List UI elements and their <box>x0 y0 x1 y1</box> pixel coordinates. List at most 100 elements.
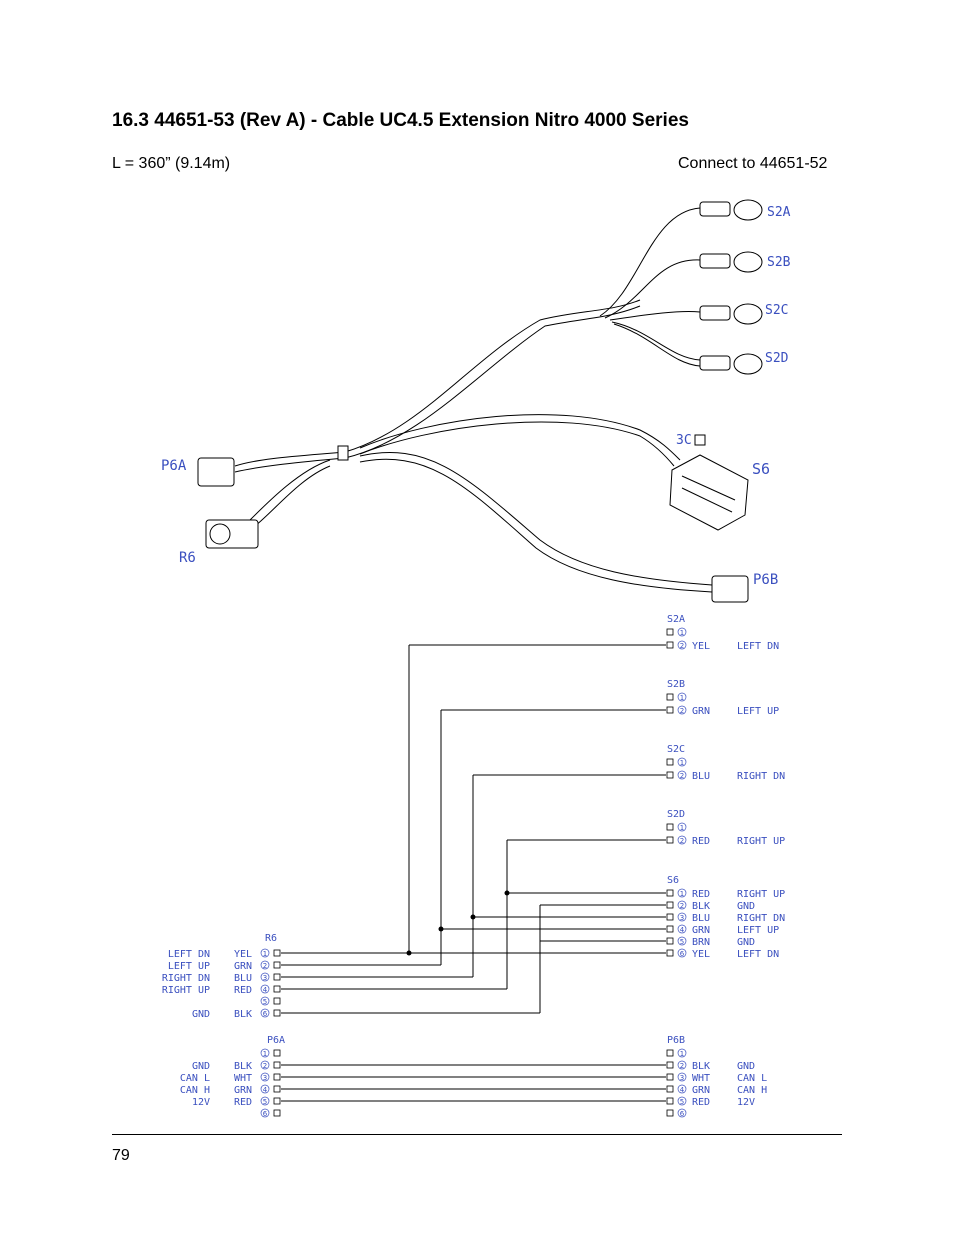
p6b-pin-box-0 <box>666 1049 674 1057</box>
p6b-pin-num-0-ring <box>677 1048 687 1058</box>
p6a-pin-signal-4: 12V <box>192 1097 210 1108</box>
receiver-0-pin-num-0: 1 <box>680 629 684 637</box>
receiver-3-pin-color-1: RED <box>692 836 710 847</box>
s6-pin-num-3: 4 <box>680 926 685 934</box>
p6a-pin-num-5: 6 <box>263 1110 268 1118</box>
harness-drawing: S2A S2B S2C S2D S6 3C P6A R6 P6B <box>161 199 791 603</box>
p6a-pin-num-0: 1 <box>263 1050 267 1058</box>
r6-pin-num-4-ring <box>260 996 270 1006</box>
receiver-3-pin-box-1 <box>666 836 674 844</box>
label-3c: 3C <box>676 433 692 448</box>
p6b-pin-color-3: GRN <box>692 1085 710 1096</box>
section-title: 16.3 44651-53 (Rev A) - Cable UC4.5 Exte… <box>112 110 689 131</box>
p6b-pin-box-3 <box>666 1085 674 1093</box>
p6b-pin-num-4: 5 <box>680 1098 684 1106</box>
s6-pin-color-2: BLU <box>692 913 710 924</box>
r6-pin-num-1-ring <box>260 960 270 970</box>
p6b-pin-num-3-ring <box>677 1084 687 1094</box>
p6a-pin-box-2 <box>273 1073 281 1081</box>
cable-length: L = 360” (9.14m) <box>112 155 231 172</box>
s6-pin-box-1 <box>666 901 674 909</box>
receiver-2-pin-signal-1: RIGHT DN <box>737 771 785 782</box>
s6-label: S6 <box>667 875 679 886</box>
p6a-pin-box-3 <box>273 1085 281 1093</box>
p6a-pin-num-1: 2 <box>263 1062 267 1070</box>
p6b-pin-color-1: BLK <box>692 1061 710 1072</box>
r6-pin-num-5: 6 <box>263 1010 268 1018</box>
p6a-pin-signal-2: CAN L <box>180 1073 210 1084</box>
receiver-1-pin-num-0: 1 <box>680 694 684 702</box>
receiver-3-pin-num-0: 1 <box>680 824 684 832</box>
p6a-pin-num-3-ring <box>260 1084 270 1094</box>
receiver-0-pin-color-1: YEL <box>692 641 710 652</box>
r6-pin-num-2: 3 <box>263 974 267 982</box>
receiver-3-pin-num-1: 2 <box>680 837 684 845</box>
page-number: 79 <box>112 1147 130 1164</box>
label-s2d: S2D <box>765 351 789 366</box>
p6a-pin-color-3: GRN <box>234 1085 252 1096</box>
s6-pin-num-1: 2 <box>680 902 684 910</box>
receiver-2-pin-num-0: 1 <box>680 759 684 767</box>
r6-pin-box-2 <box>273 973 281 981</box>
p6b-pin-num-5: 6 <box>680 1110 685 1118</box>
s6-pin-num-4-ring <box>677 936 687 946</box>
p6b-pin-num-1-ring <box>677 1060 687 1070</box>
s6-pin-box-0 <box>666 889 674 897</box>
r6-pin-box-4 <box>273 997 281 1005</box>
p6b-pin-box-5 <box>666 1109 674 1117</box>
p6b-pin-color-2: WHT <box>692 1073 710 1084</box>
receiver-0-pin-num-1-ring <box>677 640 687 650</box>
receiver-2-pin-num-1: 2 <box>680 772 684 780</box>
receiver-1-pin-box-0 <box>666 693 674 701</box>
p6b-pin-signal-4: 12V <box>737 1097 755 1108</box>
receiver-0-pin-signal-1: LEFT DN <box>737 641 779 652</box>
receiver-1-pin-signal-1: LEFT UP <box>737 706 779 717</box>
s6-pin-num-4: 5 <box>680 938 684 946</box>
p6b-pin-num-0: 1 <box>680 1050 684 1058</box>
receiver-1-pin-num-0-ring <box>677 692 687 702</box>
r6-pin-num-0-ring <box>260 948 270 958</box>
s6-pin-color-5: YEL <box>692 949 710 960</box>
p6a-pin-num-2: 3 <box>263 1074 267 1082</box>
receiver-1-pin-color-1: GRN <box>692 706 710 717</box>
label-s6: S6 <box>752 460 770 478</box>
r6-pin-box-1 <box>273 961 281 969</box>
s6-pin-signal-2: RIGHT DN <box>737 913 785 924</box>
p6a-pin-num-3: 4 <box>263 1086 268 1094</box>
r6-pin-box-5 <box>273 1009 281 1017</box>
label-r6: R6 <box>179 550 196 566</box>
p6b-pin-num-2: 3 <box>680 1074 684 1082</box>
junction-2 <box>470 914 476 920</box>
footer-rule <box>112 1134 842 1135</box>
r6-pin-color-3: RED <box>234 985 252 996</box>
p6b-pin-signal-1: GND <box>737 1061 755 1072</box>
p6b-pin-box-1 <box>666 1061 674 1069</box>
p6b-pin-num-3: 4 <box>680 1086 685 1094</box>
receiver-3-pin-num-1-ring <box>677 835 687 845</box>
r6-pin-num-4: 5 <box>263 998 267 1006</box>
p6a-pin-signal-1: GND <box>192 1061 210 1072</box>
receiver-3-label: S2D <box>667 809 685 820</box>
s6-pin-box-2 <box>666 913 674 921</box>
receiver-2-pin-box-0 <box>666 758 674 766</box>
receiver-0-label: S2A <box>667 614 685 625</box>
label-s2b: S2B <box>767 255 791 270</box>
p6a-pin-num-2-ring <box>260 1072 270 1082</box>
r6-label: R6 <box>265 933 277 944</box>
p6a-pin-num-1-ring <box>260 1060 270 1070</box>
r6-pin-box-3 <box>273 985 281 993</box>
p6b-pin-signal-3: CAN H <box>737 1085 767 1096</box>
p6b-pin-color-4: RED <box>692 1097 710 1108</box>
label-p6b: P6B <box>753 572 778 588</box>
s6-pin-num-2-ring <box>677 912 687 922</box>
r6-pin-signal-5: GND <box>192 1009 210 1020</box>
receiver-1-pin-num-1: 2 <box>680 707 684 715</box>
p6a-pin-color-2: WHT <box>234 1073 252 1084</box>
p6b-pin-box-4 <box>666 1097 674 1105</box>
r6-pin-num-5-ring <box>260 1008 270 1018</box>
p6a-pin-num-0-ring <box>260 1048 270 1058</box>
s6-pin-color-1: BLK <box>692 901 710 912</box>
receiver-0-pin-box-0 <box>666 628 674 636</box>
s6-pin-box-3 <box>666 925 674 933</box>
